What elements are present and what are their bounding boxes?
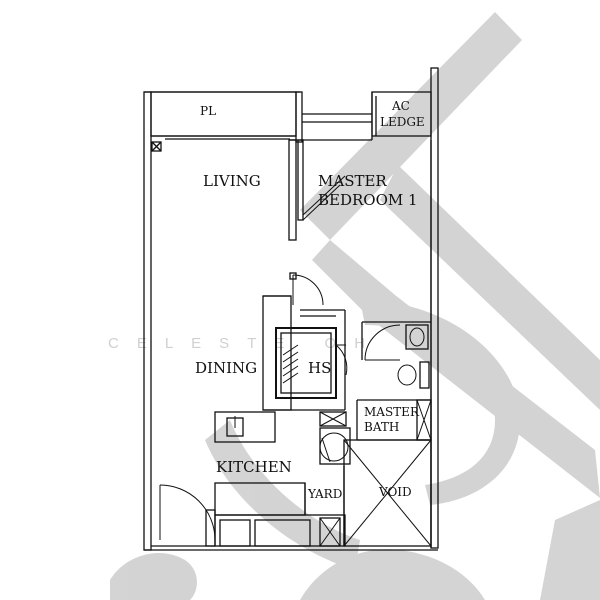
outer-walls <box>143 67 439 551</box>
pl-marker-icon <box>151 141 162 152</box>
toilet-icon <box>397 361 430 389</box>
label-ac-line2: LEDGE <box>380 115 425 129</box>
basin-icon <box>405 324 429 350</box>
label-ac-line1: AC <box>391 99 410 113</box>
label-pl: PL <box>200 104 216 118</box>
label-hs: HS <box>308 359 331 377</box>
label-kitchen: KITCHEN <box>216 458 292 476</box>
label-master-bedroom-line2: BEDROOM 1 <box>318 191 418 209</box>
watermark-logo-icon <box>110 12 600 600</box>
bedroom-partition <box>288 139 346 241</box>
label-master-bedroom-line1: MASTER <box>318 172 387 190</box>
label-void: VOID <box>378 485 412 499</box>
label-living: LIVING <box>203 172 261 190</box>
watermark: CELESTE OH <box>108 12 600 600</box>
hs-box <box>275 327 337 399</box>
label-master-bath-line2: BATH <box>364 420 399 434</box>
washer-icon <box>319 427 351 465</box>
label-master-bath-line1: MASTER <box>364 405 420 419</box>
island-counter <box>214 411 276 443</box>
hs-area <box>262 272 348 411</box>
watermark-text: CELESTE OH <box>108 335 383 352</box>
room-labels: PL AC LEDGE LIVING MASTER BEDROOM 1 DINI… <box>195 99 425 501</box>
label-dining: DINING <box>195 359 257 377</box>
kitchen-area <box>159 411 351 547</box>
pl-box <box>150 91 297 137</box>
label-yard: YARD <box>307 487 342 501</box>
